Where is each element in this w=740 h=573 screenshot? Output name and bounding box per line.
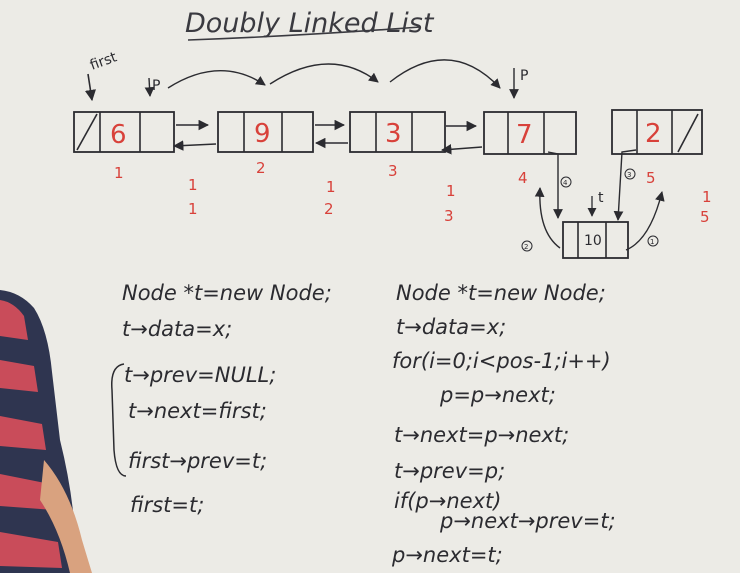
list-node: 3 3 [349, 111, 446, 180]
new-node: 10 [562, 221, 629, 259]
svg-text:2: 2 [524, 243, 528, 251]
code-line: first=t; [130, 493, 204, 517]
node-value: 6 [110, 120, 127, 150]
t-label: t [598, 190, 604, 206]
list-node: 6 1 [73, 111, 175, 182]
code-line: t→next=first; [128, 399, 267, 423]
p-arrow-left [144, 77, 155, 97]
code-line: first→prev=t; [128, 449, 267, 473]
title-underline [187, 26, 421, 41]
code-line: t→data=x; [396, 315, 506, 339]
code-line: p→next→prev=t; [439, 509, 616, 533]
code-line: t→next=p→next; [394, 423, 569, 447]
step-marker: 4 [560, 176, 572, 188]
svg-text:4: 4 [563, 179, 568, 187]
link-arrow [613, 149, 637, 221]
prev-arrow [440, 144, 483, 155]
list-node: 9 2 [217, 111, 314, 177]
p-label-left: P [152, 78, 160, 94]
link-arrow [534, 187, 561, 249]
step-marker: 2 [521, 240, 533, 252]
code-line: if(p→next) [394, 489, 501, 513]
list-node: 2 5 [611, 109, 703, 187]
traverse-arc-2 [269, 63, 379, 85]
node-index: 4 [518, 169, 528, 187]
node-value: 7 [516, 120, 533, 150]
pos-top: 1 [702, 188, 712, 206]
pos-bottom: 1 [188, 200, 198, 218]
step-marker: 3 [624, 168, 636, 180]
node-index: 1 [114, 164, 124, 182]
p-label-right: P [520, 68, 528, 84]
svg-text:3: 3 [627, 171, 631, 179]
pos-top: 1 [326, 178, 336, 196]
code-line: p→next=t; [391, 543, 503, 567]
pos-bottom: 3 [444, 207, 454, 225]
pos-bottom: 2 [324, 200, 334, 218]
pos-bottom: 5 [700, 208, 710, 226]
list-node: 7 4 [483, 111, 577, 187]
first-arrow [84, 73, 97, 102]
new-node-value: 10 [584, 233, 602, 249]
code-line: Node *t=new Node; [122, 281, 332, 305]
node-value: 9 [254, 119, 271, 149]
svg-text:1: 1 [650, 238, 654, 246]
code-line: t→data=x; [122, 317, 232, 341]
code-block-left: Node *t=new Node; t→data=x; t→prev=NULL;… [122, 281, 332, 517]
traverse-arc-3 [389, 59, 501, 89]
pos-top: 1 [446, 182, 456, 200]
code-line: t→prev=p; [394, 459, 505, 483]
code-block-right: Node *t=new Node; t→data=x; for(i=0;i<po… [391, 281, 616, 567]
code-line: t→prev=NULL; [124, 363, 276, 387]
prev-arrow [172, 140, 217, 151]
code-line: p=p→next; [439, 383, 556, 407]
node-value: 2 [645, 119, 662, 149]
link-arrow [625, 191, 665, 251]
traverse-arc-1 [167, 70, 266, 89]
node-index: 3 [388, 162, 398, 180]
code-bracket [111, 363, 127, 477]
first-label: first [88, 49, 120, 74]
code-line: for(i=0;i<pos-1;i++) [392, 349, 611, 373]
code-line: Node *t=new Node; [396, 281, 606, 305]
pos-top: 1 [188, 176, 198, 194]
link-arrow [547, 151, 563, 219]
node-index: 2 [256, 159, 266, 177]
node-index: 5 [646, 169, 656, 187]
node-value: 3 [385, 119, 402, 149]
presenter-shirt [0, 290, 92, 573]
step-marker: 1 [647, 235, 659, 247]
